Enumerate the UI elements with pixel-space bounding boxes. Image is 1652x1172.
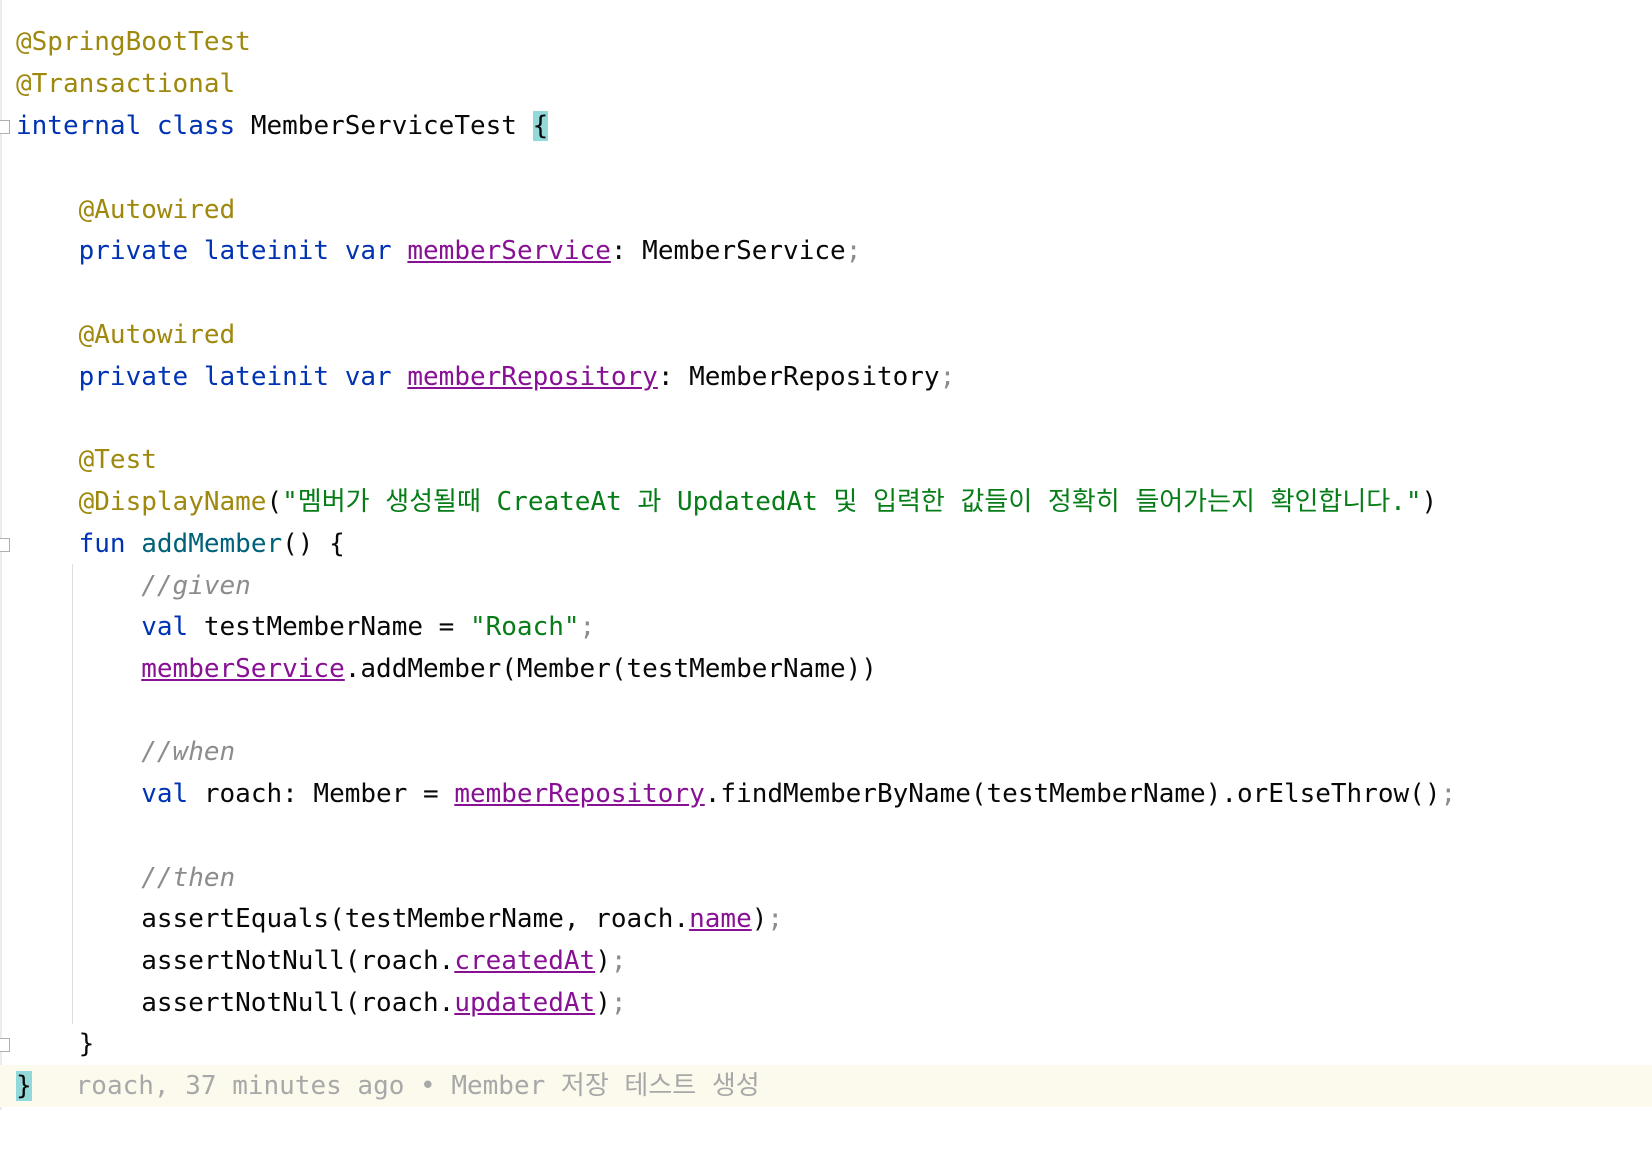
semicolon: ; xyxy=(845,236,862,266)
code-line-16[interactable]: memberService.addMember(Member(testMembe… xyxy=(0,648,1652,690)
keyword: var xyxy=(344,362,392,392)
annotation: @SpringBootTest xyxy=(16,27,251,57)
string-literal: "Roach" xyxy=(469,612,580,642)
class-name: MemberServiceTest xyxy=(250,111,517,141)
fold-icon[interactable] xyxy=(0,1038,10,1052)
code-text: ) xyxy=(595,946,611,976)
semicolon: ; xyxy=(939,362,956,392)
code-line-26[interactable]: } roach, 37 minutes ago • Member 저장 테스트 생… xyxy=(0,1065,1652,1107)
code-text: ) xyxy=(751,904,768,934)
annotation: @Autowired xyxy=(78,195,236,225)
property[interactable]: updatedAt xyxy=(454,988,596,1018)
annotation: @Autowired xyxy=(78,320,236,350)
comment: //then xyxy=(141,863,236,893)
semicolon: ; xyxy=(767,904,784,934)
code-line-18[interactable]: //when xyxy=(0,731,1652,773)
brace: } xyxy=(16,1071,32,1101)
code-line-13[interactable]: fun addMember() { xyxy=(0,523,1652,565)
brace: { xyxy=(532,111,549,141)
code-text: assertEquals(testMemberName, roach. xyxy=(141,904,690,934)
property[interactable]: memberService xyxy=(407,236,611,266)
code-line-11[interactable]: @Test xyxy=(0,439,1652,481)
property[interactable]: name xyxy=(689,904,752,934)
code-line-5[interactable]: @Autowired xyxy=(0,189,1652,231)
brace: } xyxy=(78,1029,95,1059)
comment: //when xyxy=(141,737,236,767)
indent-guide xyxy=(72,564,73,1024)
code-text: testMemberName = xyxy=(203,612,470,642)
code-text: assertNotNull(roach. xyxy=(141,946,455,976)
keyword: class xyxy=(156,111,236,141)
code-line-3[interactable]: internal class MemberServiceTest { xyxy=(0,105,1652,147)
code-text: assertNotNull(roach. xyxy=(141,988,455,1018)
code-line-24[interactable]: assertNotNull(roach.updatedAt); xyxy=(0,982,1652,1024)
type: : MemberRepository xyxy=(657,362,940,392)
code-line-21[interactable]: //then xyxy=(0,857,1652,899)
keyword: fun xyxy=(78,529,126,559)
code-text: roach: Member = xyxy=(203,779,455,809)
code-line-12[interactable]: @DisplayName("멤버가 생성될때 CreateAt 과 Update… xyxy=(0,481,1652,523)
code-line-6[interactable]: private lateinit var memberService: Memb… xyxy=(0,230,1652,272)
paren: ( xyxy=(266,487,283,517)
keyword: val xyxy=(141,612,189,642)
gutter xyxy=(0,0,2,1110)
property[interactable]: createdAt xyxy=(454,946,596,976)
function-name: addMember xyxy=(141,529,283,559)
semicolon: ; xyxy=(610,946,627,976)
property[interactable]: memberRepository xyxy=(407,362,658,392)
git-blame-annotation: roach, 37 minutes ago • Member 저장 테스트 생성 xyxy=(75,1071,760,1101)
code-line-14[interactable]: //given xyxy=(0,565,1652,607)
type: : MemberService xyxy=(610,236,846,266)
code-text: () { xyxy=(282,529,345,559)
annotation: @Transactional xyxy=(16,69,236,99)
keyword: lateinit xyxy=(203,236,330,266)
fold-icon[interactable] xyxy=(0,538,10,552)
string-literal: "멤버가 생성될때 CreateAt 과 UpdatedAt 및 입력한 값들이… xyxy=(282,487,1422,517)
property[interactable]: memberService xyxy=(141,654,345,684)
keyword: private xyxy=(78,362,189,392)
code-text: .addMember(Member(testMemberName)) xyxy=(344,654,877,684)
code-line-23[interactable]: assertNotNull(roach.createdAt); xyxy=(0,940,1652,982)
code-line-9[interactable]: private lateinit var memberRepository: M… xyxy=(0,356,1652,398)
keyword: val xyxy=(141,779,189,809)
code-line-25[interactable]: } xyxy=(0,1023,1652,1065)
semicolon: ; xyxy=(610,988,627,1018)
property[interactable]: memberRepository xyxy=(454,779,705,809)
keyword: lateinit xyxy=(203,362,330,392)
fold-icon[interactable] xyxy=(0,120,10,134)
code-text: ) xyxy=(595,988,611,1018)
keyword: internal xyxy=(16,111,142,141)
code-line-22[interactable]: assertEquals(testMemberName, roach.name)… xyxy=(0,898,1652,940)
keyword: var xyxy=(344,236,392,266)
code-line-15[interactable]: val testMemberName = "Roach"; xyxy=(0,606,1652,648)
annotation: @DisplayName xyxy=(78,487,267,517)
code-line-19[interactable]: val roach: Member = memberRepository.fin… xyxy=(0,773,1652,815)
semicolon: ; xyxy=(1440,779,1457,809)
paren: ) xyxy=(1421,487,1438,517)
annotation: @Test xyxy=(78,445,157,475)
code-line-2[interactable]: @Transactional xyxy=(0,63,1652,105)
code-line-1[interactable]: @SpringBootTest xyxy=(0,21,1652,63)
keyword: private xyxy=(78,236,189,266)
code-line-8[interactable]: @Autowired xyxy=(0,314,1652,356)
code-text: .findMemberByName(testMemberName).orElse… xyxy=(704,779,1441,809)
semicolon: ; xyxy=(579,612,596,642)
comment: //given xyxy=(141,571,251,601)
